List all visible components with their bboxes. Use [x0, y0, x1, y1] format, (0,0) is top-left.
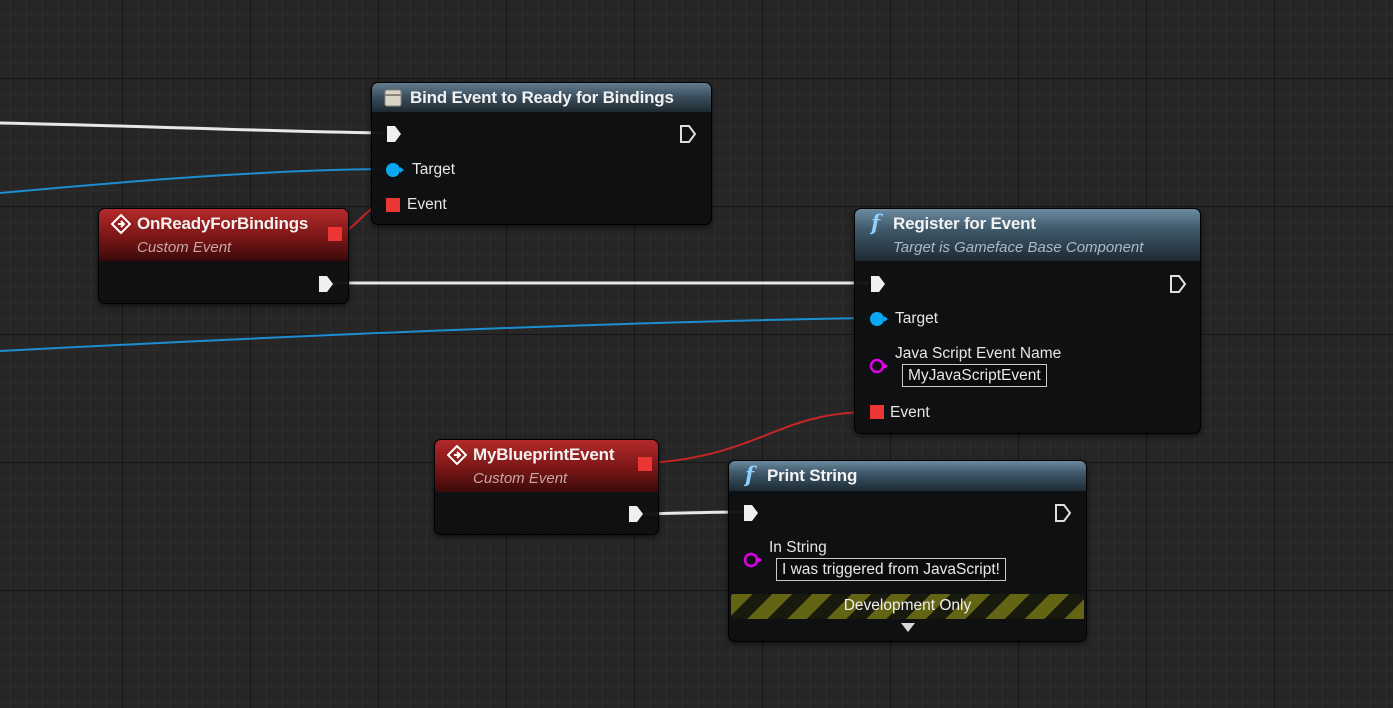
- js-event-name-label: Java Script Event Name: [895, 345, 1062, 362]
- print-string-title: Print String: [767, 466, 858, 485]
- on-ready-title: OnReadyForBindings: [137, 214, 309, 233]
- delegate-out-pin[interactable]: [638, 457, 652, 471]
- target-label: Target: [895, 310, 939, 327]
- exec-wire-incoming[interactable]: [0, 121, 384, 135]
- exec-out-pin[interactable]: [317, 274, 335, 294]
- on-ready-for-bindings-node[interactable]: OnReadyForBindings Custom Event: [98, 208, 349, 304]
- my-blueprint-subtitle: Custom Event: [473, 470, 568, 487]
- exec-in-pin[interactable]: [742, 503, 760, 523]
- register-for-event-node[interactable]: f Register for Event Target is Gameface …: [854, 208, 1201, 434]
- delegate-wire-myblueprint[interactable]: [650, 411, 871, 464]
- in-string-input[interactable]: I was triggered from JavaScript!: [776, 558, 1006, 581]
- exec-out-pin[interactable]: [679, 124, 697, 144]
- exec-out-pin[interactable]: [1054, 503, 1072, 523]
- my-blueprint-header[interactable]: [435, 440, 658, 492]
- function-icon: f: [745, 462, 755, 487]
- target-pin[interactable]: [869, 311, 891, 327]
- bind-event-title: Bind Event to Ready for Bindings: [410, 88, 674, 107]
- event-label: Event: [890, 404, 930, 421]
- object-wire-target-bind[interactable]: [0, 168, 389, 194]
- my-blueprint-event-node[interactable]: MyBlueprintEvent Custom Event: [434, 439, 659, 535]
- function-icon: f: [871, 210, 881, 235]
- print-string-header[interactable]: [729, 461, 1086, 491]
- event-delegate-pin[interactable]: [386, 198, 400, 212]
- in-string-label: In String: [769, 539, 827, 556]
- string-pin[interactable]: [743, 552, 765, 568]
- exec-in-pin[interactable]: [869, 274, 887, 294]
- event-icon: [111, 214, 131, 234]
- event-icon: [447, 445, 467, 465]
- register-subtitle: Target is Gameface Base Component: [893, 239, 1144, 256]
- expand-arrow-icon[interactable]: [900, 622, 916, 634]
- on-ready-header[interactable]: [99, 209, 348, 261]
- exec-out-pin[interactable]: [1169, 274, 1187, 294]
- bind-event-node[interactable]: Bind Event to Ready for Bindings Target …: [371, 82, 712, 225]
- my-blueprint-title: MyBlueprintEvent: [473, 445, 615, 464]
- on-ready-subtitle: Custom Event: [137, 239, 232, 256]
- development-only-label: Development Only: [843, 597, 972, 614]
- event-label: Event: [407, 196, 447, 213]
- js-event-name-input[interactable]: MyJavaScriptEvent: [902, 364, 1047, 387]
- delegate-out-pin[interactable]: [328, 227, 342, 241]
- event-delegate-pin[interactable]: [870, 405, 884, 419]
- target-label: Target: [412, 161, 456, 178]
- exec-out-pin[interactable]: [627, 504, 645, 524]
- development-only-banner: Development Only: [731, 594, 1084, 619]
- register-title: Register for Event: [893, 214, 1036, 233]
- print-string-node[interactable]: f Print String In String I was triggered…: [728, 460, 1087, 642]
- bind-event-header[interactable]: [372, 83, 711, 112]
- register-header[interactable]: [855, 209, 1200, 261]
- exec-in-pin[interactable]: [385, 124, 403, 144]
- object-wire-target-register[interactable]: [0, 317, 873, 352]
- bind-event-icon: [384, 89, 402, 107]
- string-pin[interactable]: [869, 358, 891, 374]
- target-pin[interactable]: [385, 162, 407, 178]
